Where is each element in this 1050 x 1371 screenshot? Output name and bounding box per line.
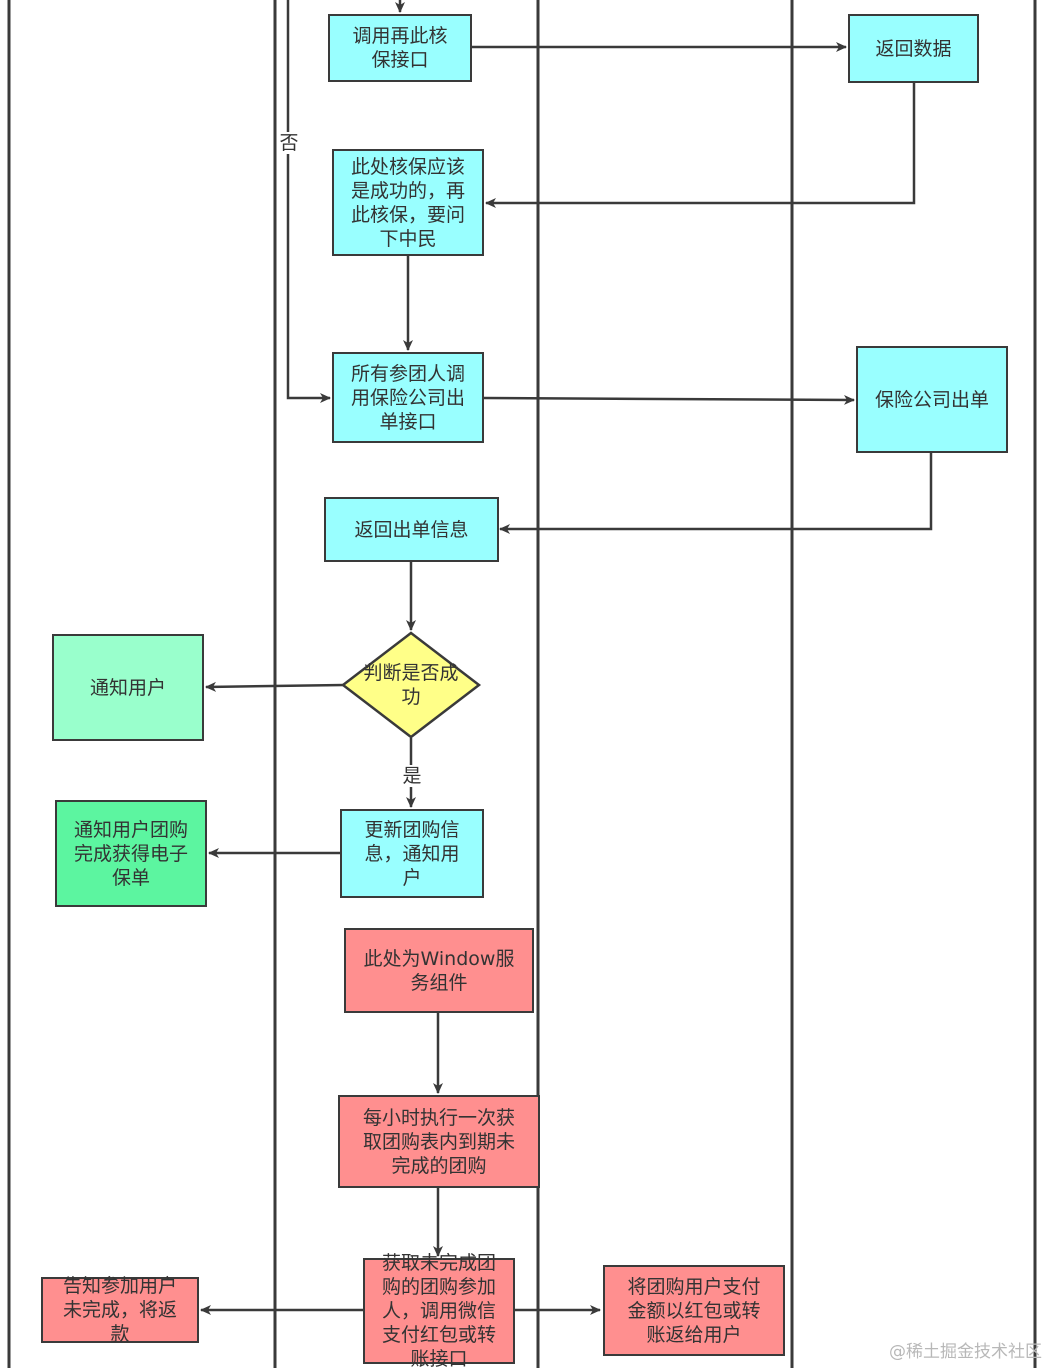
node-insurer-issue[interactable]: 保险公司出单 xyxy=(856,346,1008,453)
node-window-service-text: 此处为Window服 务组件 xyxy=(363,947,515,994)
node-notify-group-done[interactable]: 通知用户团购 完成获得电子 保单 xyxy=(55,800,207,907)
edge-label-no: 否 xyxy=(278,132,300,154)
edge-label-yes: 是 xyxy=(400,765,424,787)
decision-judge-text: 判断是否成 功 xyxy=(363,662,459,708)
node-return-data[interactable]: 返回数据 xyxy=(848,14,979,83)
node-hourly-job-text: 每小时执行一次获 取团购表内到期未 完成的团购 xyxy=(362,1106,515,1177)
node-get-incomplete[interactable]: 获取未完成团 购的团购参加 人，调用微信 支付红包或转 账接口 xyxy=(363,1252,515,1370)
node-update-group[interactable]: 更新团购信 息，通知用 户 xyxy=(340,809,484,898)
watermark: @稀土掘金技术社区 xyxy=(889,1342,1042,1362)
node-should-success-text: 此处核保应该 是成功的，再 此核保，要问 下中民 xyxy=(350,155,465,250)
decision-diamond xyxy=(340,631,482,739)
node-refund[interactable]: 将团购用户支付 金额以红包或转 账返给用户 xyxy=(603,1265,785,1356)
node-call-again[interactable]: 调用再此核 保接口 xyxy=(328,14,472,82)
edge-no-branch xyxy=(286,0,331,403)
node-notify-group-done-text: 通知用户团购 完成获得电子 保单 xyxy=(73,818,188,889)
node-refund-text: 将团购用户支付 金额以红包或转 账返给用户 xyxy=(627,1275,761,1346)
node-tell-incomplete[interactable]: 告知参加用户 未完成，将返 款 xyxy=(41,1275,199,1345)
node-insurer-issue-text: 保险公司出单 xyxy=(874,388,989,411)
node-hourly-job[interactable]: 每小时执行一次获 取团购表内到期未 完成的团购 xyxy=(338,1095,540,1188)
node-return-data-text: 返回数据 xyxy=(875,37,952,60)
edge-judge-to-notify-user xyxy=(205,681,345,692)
node-all-members-text: 所有参团人调 用保险公司出 单接口 xyxy=(350,362,465,433)
node-call-again-text: 调用再此核 保接口 xyxy=(352,25,448,71)
node-window-service[interactable]: 此处为Window服 务组件 xyxy=(344,928,534,1013)
node-notify-user[interactable]: 通知用户 xyxy=(52,634,204,741)
edge-insurer-to-return-info xyxy=(499,453,933,534)
node-tell-incomplete-text: 告知参加用户 未完成，将返 款 xyxy=(62,1275,177,1345)
node-update-group-text: 更新团购信 息，通知用 户 xyxy=(364,818,460,889)
edge-all-members-to-insurer xyxy=(483,394,855,405)
node-all-members[interactable]: 所有参团人调 用保险公司出 单接口 xyxy=(332,352,484,443)
node-notify-user-text: 通知用户 xyxy=(89,676,166,699)
node-get-incomplete-text: 获取未完成团 购的团购参加 人，调用微信 支付红包或转 账接口 xyxy=(381,1252,496,1370)
node-return-issue-info[interactable]: 返回出单信息 xyxy=(324,497,499,562)
node-return-issue-info-text: 返回出单信息 xyxy=(354,518,469,541)
edge-return-data-to-should-success xyxy=(485,83,916,208)
node-should-success[interactable]: 此处核保应该 是成功的，再 此核保，要问 下中民 xyxy=(332,149,484,256)
